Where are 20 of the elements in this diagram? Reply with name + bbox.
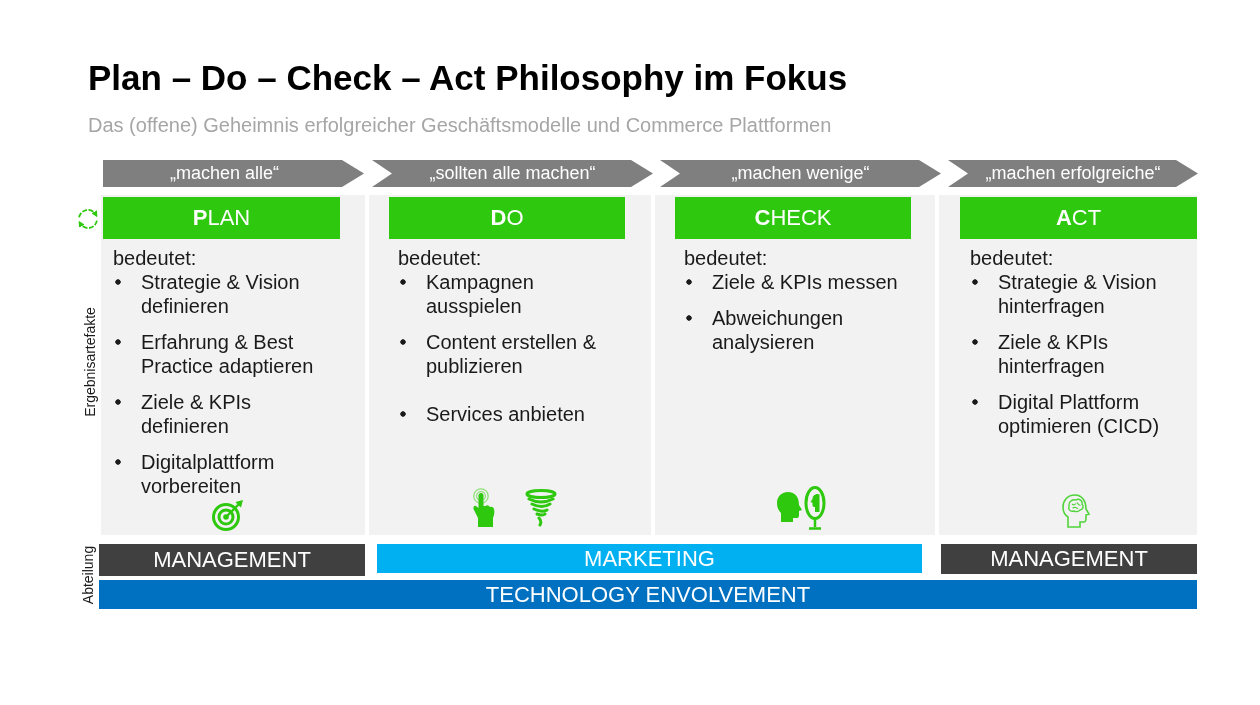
phase-header: CHECK bbox=[675, 197, 911, 239]
phase-header: PLAN bbox=[103, 197, 340, 239]
department-bar: MARKETING bbox=[377, 544, 922, 573]
intro-text: bedeutet: bbox=[113, 246, 197, 270]
phase-header: DO bbox=[389, 197, 625, 239]
row-label: Abteilung bbox=[80, 545, 96, 605]
step-banner: „machen wenige“ bbox=[660, 160, 941, 187]
step-banner: „machen erfolgreiche“ bbox=[948, 160, 1198, 187]
step-banner: „sollten alle machen“ bbox=[372, 160, 653, 187]
subtitle: Das (offene) Geheimnis erfolgreicher Geschäftsmodelle und Commerce Plattformen bbox=[88, 113, 832, 137]
intro-text: bedeutet: bbox=[684, 246, 768, 270]
department-bar: TECHNOLOGY ENVOLVEMENT bbox=[99, 580, 1197, 609]
department-bar: MANAGEMENT bbox=[99, 544, 365, 576]
phase-header: ACT bbox=[960, 197, 1197, 239]
slide-title: Plan – Do – Check – Act Philosophy im Fokus bbox=[88, 57, 848, 99]
intro-text: bedeutet: bbox=[970, 246, 1054, 270]
intro-text: bedeutet: bbox=[398, 246, 482, 270]
department-bar: MANAGEMENT bbox=[941, 544, 1197, 574]
row-label: Ergebnisartefakte bbox=[82, 307, 98, 417]
step-banner: „machen alle“ bbox=[103, 160, 364, 187]
